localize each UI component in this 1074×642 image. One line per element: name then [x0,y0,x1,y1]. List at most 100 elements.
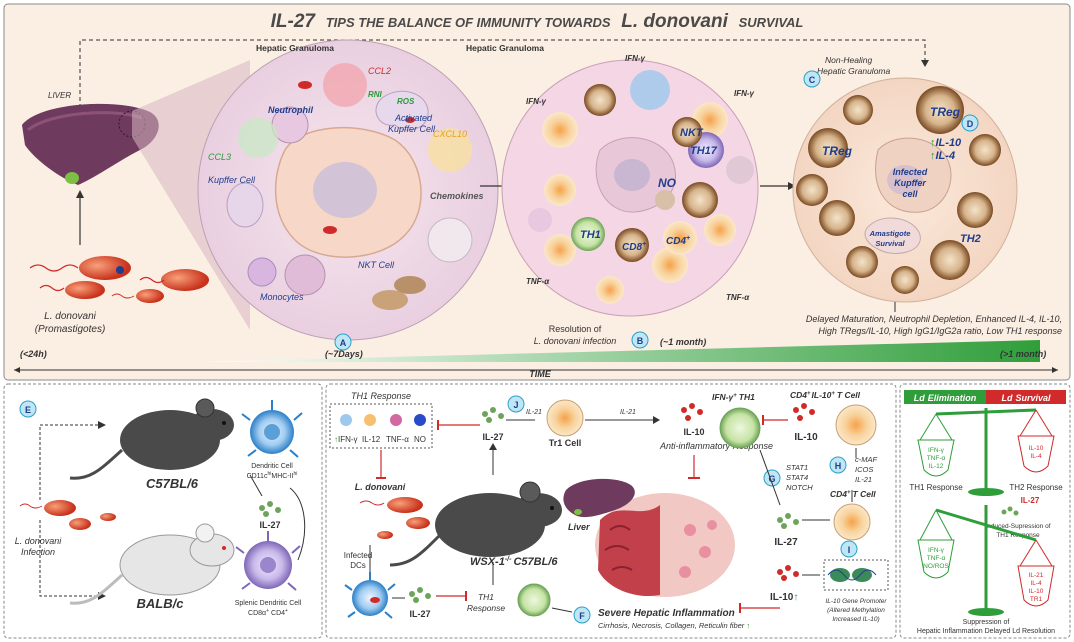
badge-e: E [19,400,37,418]
svg-text:J: J [513,400,518,410]
il27-label-e: IL-27 [259,520,280,530]
neutrophil-label: Neutrophil [268,105,313,115]
il21-b-label: IL-21 [620,409,636,416]
svg-text:D: D [967,119,974,129]
resolution-label-2: L. donovani infection [534,336,617,346]
infected-dcs-label-1: Infected [344,551,372,560]
cxcl10-label: CXCL10 [433,129,467,139]
svg-text:C: C [809,75,816,85]
elimination-banner [904,390,986,404]
scale-1 [917,408,1055,496]
arrowhead-icon [14,367,20,373]
activated-kupffer-label: Kupffer Cell [388,124,436,134]
cd4-t-cell [833,503,871,541]
il21-c-label: IL-21 [855,475,872,484]
ccl2-label: CCL2 [368,66,391,76]
figure-title: IL-27 TIPS THE BALANCE OF IMMUNITY TOWAR… [271,11,804,32]
badge-a: A [334,333,352,351]
ifn-gamma-label-3: IFN-γ [734,89,755,98]
il27-top-label: IL-27 [482,432,503,442]
notch-label: NOTCH [786,483,813,492]
dna-icon [827,568,877,582]
arrowhead-icon [1052,367,1058,373]
il10-mid-label: IL-10 [683,427,704,437]
nonhealing-label-2: Hepatic Granuloma [817,66,891,76]
cd4-il10-cell [835,404,877,446]
delayed-text-2: High TRegs/IL-10, High IgG1/IgG2a ratio,… [818,326,1062,336]
liver-small-label: Liver [568,522,590,532]
liver-tissue-illustration [595,493,735,597]
pan2-green-1: IFN-γ [928,547,945,554]
badge-i: I [840,540,858,558]
granuloma-a-label: Hepatic Granuloma [256,43,334,53]
badge-j: J [507,395,525,413]
splenic-label-1: Splenic Dendritic Cell [235,600,302,607]
ifn-th1-cell [719,407,761,449]
svg-text:G: G [768,474,775,484]
gene-label-2: (Altered Methylation [827,607,885,614]
arrowhead-icon [98,421,106,429]
splenic-dendritic-cell [235,531,301,591]
th1-resp-label-1: TH1 [478,592,494,602]
pan1-green-1: IFN-γ [928,447,945,454]
infected-dcs-label-2: DCs [350,561,366,570]
ifn-item: ↑IFN-γ [334,435,358,444]
badge-h: H [829,456,847,474]
arrow-dc-il27 [249,474,263,497]
pan2-green-2: TNF-α [927,555,946,562]
il27-right-label: IL-27 [1021,496,1040,505]
pan1-red-2: IL-4 [1030,453,1042,460]
tnf-label: TNF-α [386,435,409,444]
icos-label: ICOS [855,465,873,474]
svg-text:E: E [25,405,31,415]
il10-label: ↑IL-10 [930,137,962,149]
ifn-gamma-label-2: IFN-γ [526,97,547,106]
parasites-e [19,500,116,530]
cd4-label: CD4+ [666,235,690,247]
liver-small [563,478,635,518]
il27-bottom-label: IL-27 [409,609,430,619]
anti-inflammatory-label: Anti-inflammatory Response [659,441,773,451]
th1-cell-bottom [517,583,551,617]
il4-label: ↑IL-4 [930,150,955,162]
treg-label-2: TReg [822,144,853,158]
th2-label: TH2 [960,233,981,245]
scale-2 [917,505,1055,616]
cd8-label: CD8+ [622,241,646,253]
il27-cluster-bottom [409,587,431,603]
il27-cluster-right [1001,506,1019,516]
badge-g: G [763,469,781,487]
dc-label-1: Dendritic Cell [251,463,293,470]
tnf-alpha-label-1: TNF-α [526,277,550,286]
pan2-red-2: IL-4 [1030,580,1042,587]
balb-mouse [69,523,235,605]
infected-dc-cell [344,572,396,619]
th1-label: TH1 [580,229,601,241]
infected-label-2: Kupffer [894,178,926,188]
ccl3-label: CCL3 [208,152,231,162]
connector-c57 [39,424,100,500]
arrowhead-icon [788,182,796,190]
th1-cytokine-icons [340,414,426,426]
chemokines-label: Chemokines [430,191,484,201]
pan1-red-1: IL-10 [1029,445,1044,452]
cd4-il10-title: CD4+IL-10+T Cell [790,390,861,400]
ifn-gamma-label-1: IFN-γ [625,54,646,63]
il10-right-label: IL-10 [794,432,818,443]
th1-response-title: TH1 Response [351,391,411,401]
granuloma-b-label: Hepatic Granuloma [466,43,544,53]
panel-e [3,383,323,639]
arrow-th1-severe [551,607,573,613]
stat4-label: STAT4 [786,473,808,482]
time-label-1: (<24h) [20,349,47,359]
svg-text:I: I [848,545,851,555]
dendritic-cell-c57 [241,400,303,458]
infection-label-1: L. donovani [15,536,63,546]
th17-label: TH17 [690,145,718,157]
th1-response-label: TH1 Response [909,483,963,492]
nkt-cell-label: NKT Cell [358,260,395,270]
arrowhead-icon [921,60,929,67]
survival-banner [986,390,1066,404]
